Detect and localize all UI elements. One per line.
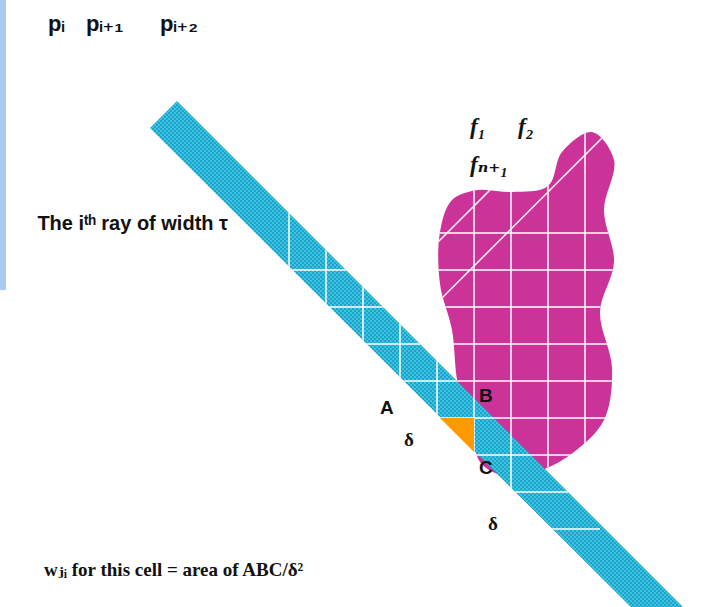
cell-value-label: f₂: [518, 114, 534, 139]
cell-size-label: δ: [404, 430, 414, 451]
projection-label: pᵢ₊₁: [86, 12, 123, 36]
point-label: B: [479, 386, 493, 407]
projection-label: pᵢ: [48, 12, 65, 36]
object-region: [438, 132, 614, 477]
ray-caption: The iᵗʰ ray of width τ: [35, 212, 230, 234]
point-label: A: [380, 398, 394, 419]
side-bar: [0, 0, 6, 290]
band-grid: [250, 200, 600, 560]
cell-triangle: [440, 418, 474, 452]
cell-size-label: δ: [488, 514, 498, 535]
point-label: C: [479, 458, 493, 479]
ray-band: [150, 101, 706, 607]
object-grid: [400, 80, 640, 500]
cell-value-label: f₁: [470, 114, 486, 139]
cell-value-label: fₙ₊₁: [470, 152, 508, 177]
weight-formula: wⱼᵢ for this cell = area of ABC/δ²: [44, 560, 303, 581]
projection-label: pᵢ₊₂: [160, 12, 198, 36]
